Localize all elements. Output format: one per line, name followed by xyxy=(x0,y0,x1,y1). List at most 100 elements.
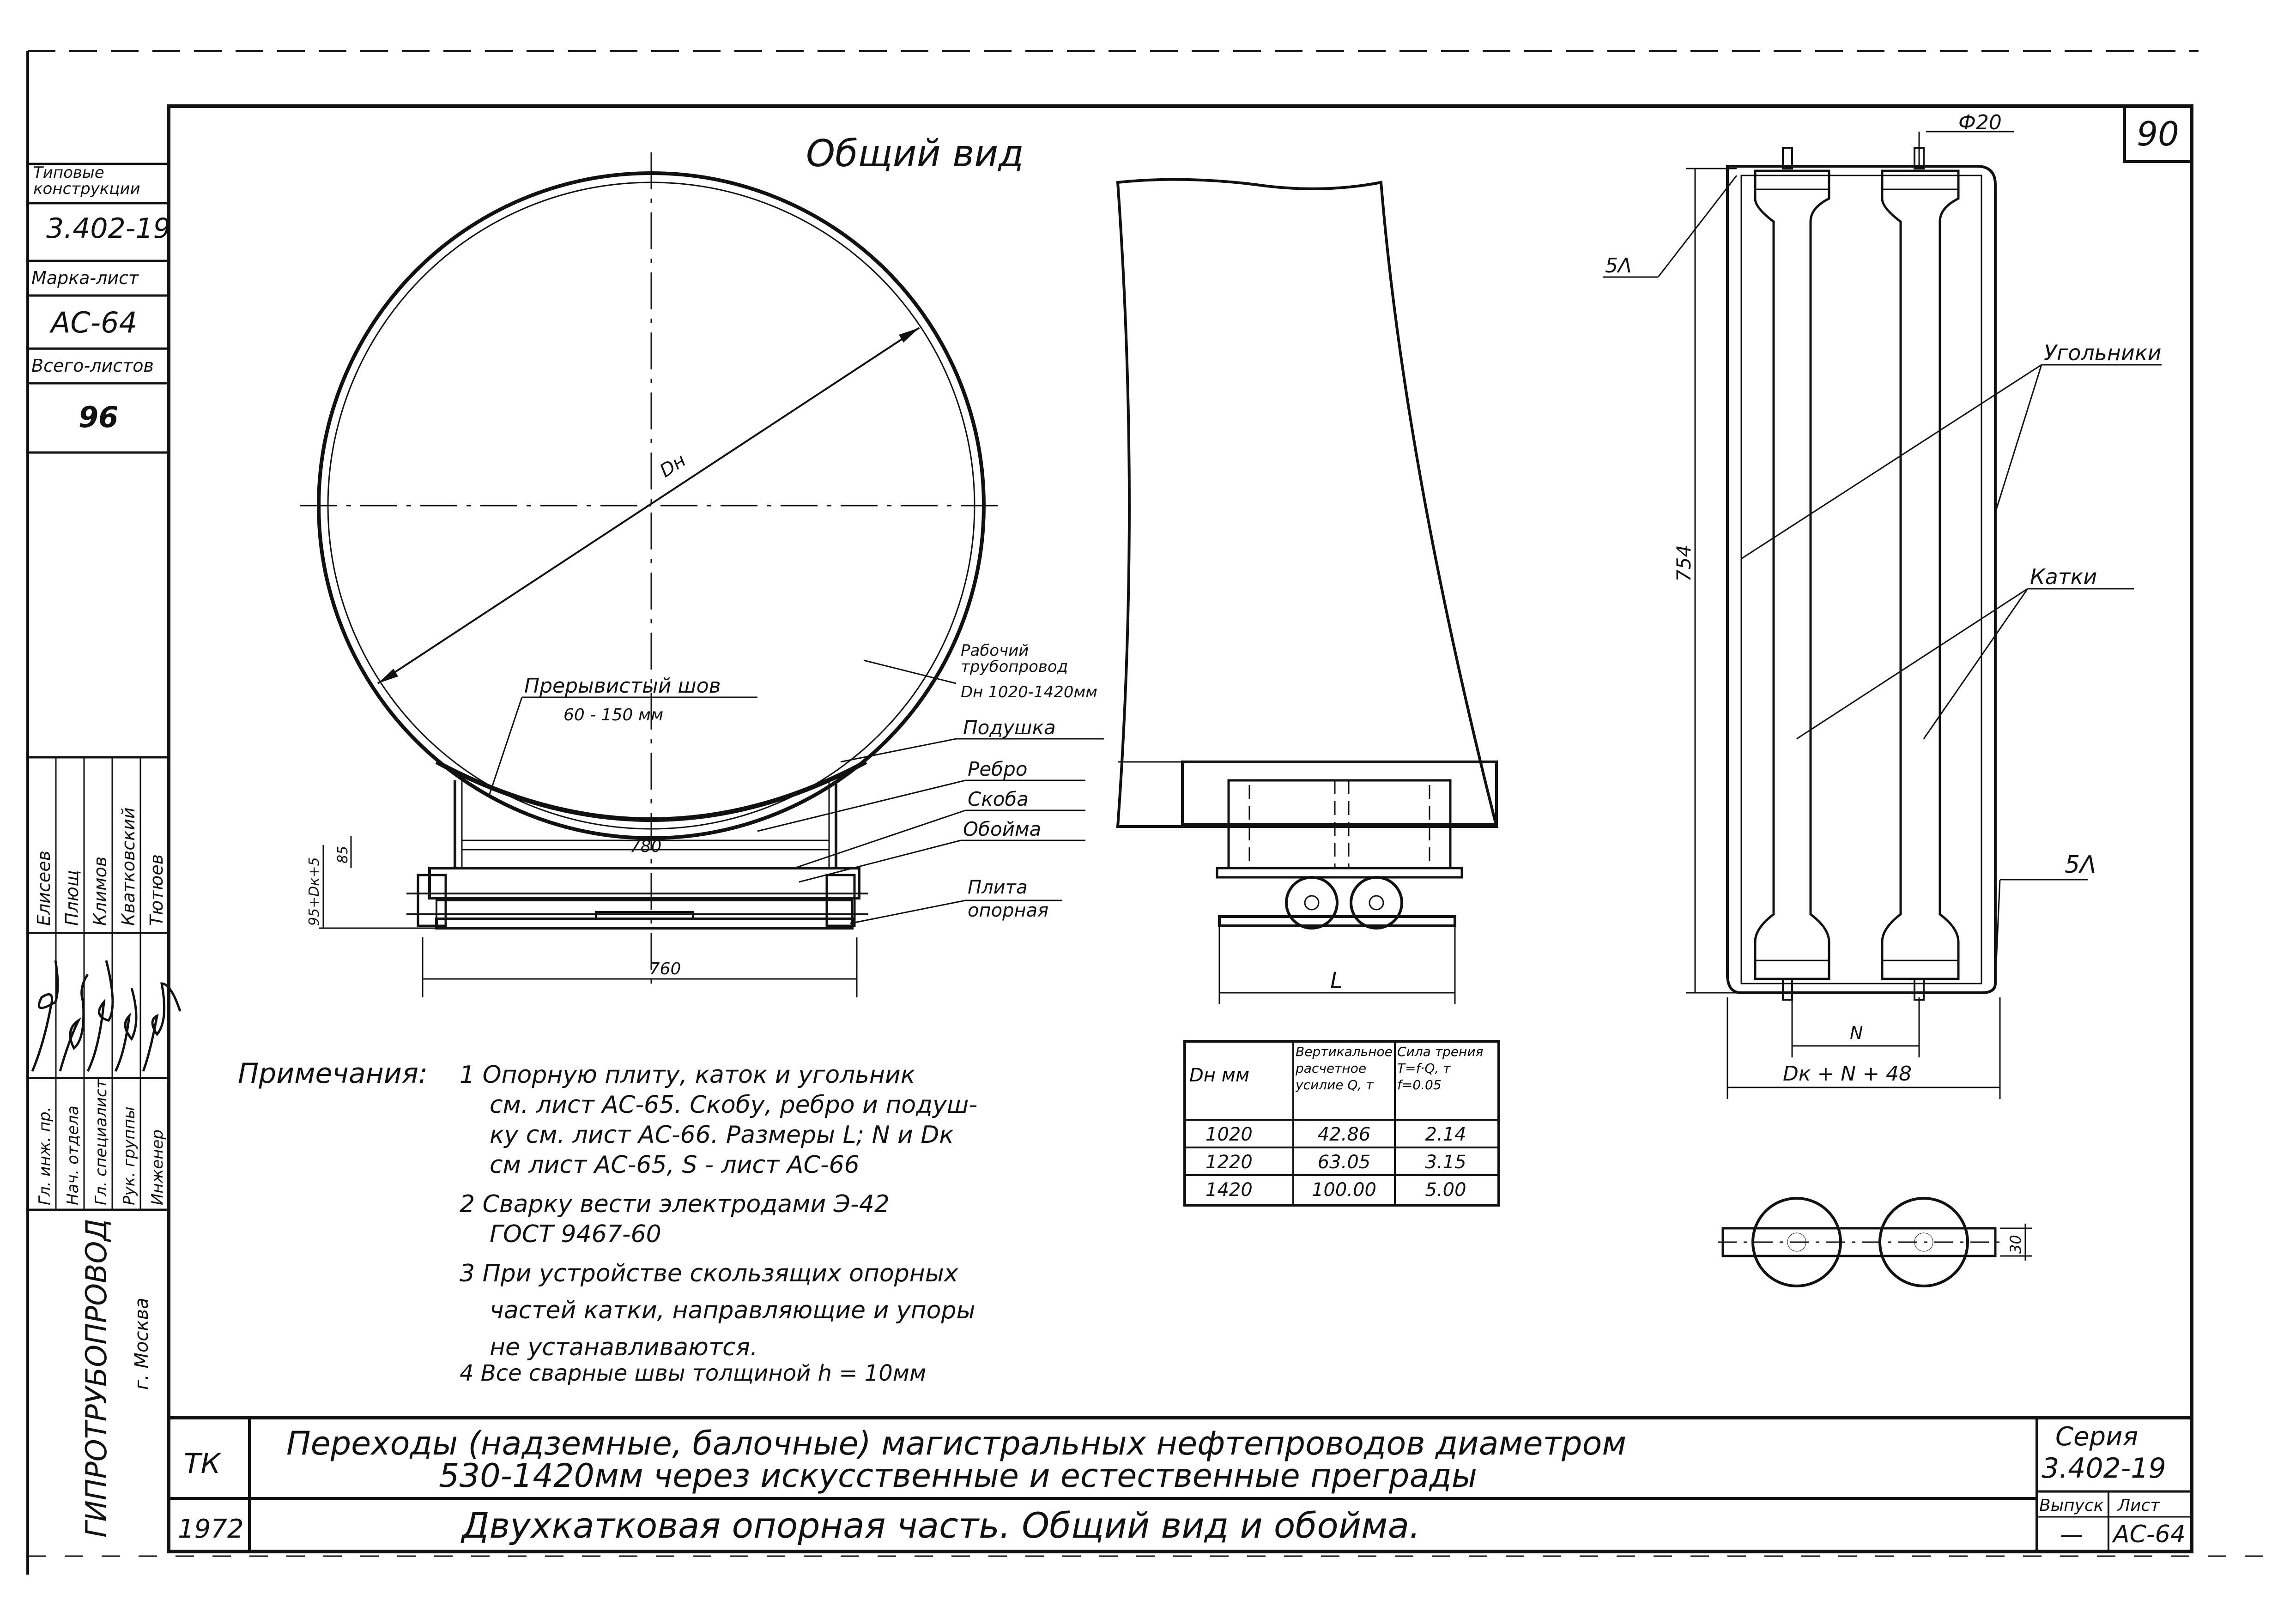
sidebar-mark-label: Марка-лист xyxy=(31,268,139,288)
label-pipeline-1: Рабочий xyxy=(961,641,1029,660)
note-line-7: частей катки, направляющие и упоры xyxy=(490,1297,975,1324)
signer-name-2: Климов xyxy=(90,857,110,926)
table-cell-1-1: 63.05 xyxy=(1318,1152,1371,1173)
org-city: г. Москва xyxy=(131,1298,152,1390)
label-rollers: Катки xyxy=(2030,564,2097,589)
load-table: Dн мм Вертикальное расчетное усилие Q, т… xyxy=(1183,1040,1500,1207)
table-cell-1-2: 3.15 xyxy=(1425,1152,1466,1173)
sidebar-type-label-1: Типовые xyxy=(33,163,104,182)
sidebar-mark-value: АС-64 xyxy=(49,306,137,339)
table-header-load: Вертикальное расчетное усилие Q, т xyxy=(1296,1044,1393,1093)
title-block: ТК 1972 Переходы (надземные, балочные) м… xyxy=(169,1416,2192,1552)
dim-width: Dк + N + 48 xyxy=(1783,1062,1912,1086)
note-line-4: 2 Сварку вести электродами Э-42 xyxy=(460,1190,890,1218)
dim-L: L xyxy=(1330,968,1343,994)
title-project-line-1: Переходы (надземные, балочные) магистрал… xyxy=(286,1425,1626,1462)
signer-role-3: Рук. группы xyxy=(120,1106,139,1205)
label-weld-top: 5Λ xyxy=(1605,254,1632,278)
dim-85: 85 xyxy=(335,846,351,863)
dim-height: 95+Dк+5 xyxy=(306,857,322,926)
pipeline-circle xyxy=(317,171,986,840)
note-line-6: 3 При устройстве скользящих опорных xyxy=(460,1260,959,1287)
side-view: L xyxy=(1116,178,1498,1004)
org-name: ГИПРОТРУБОПРОВОД xyxy=(79,1219,113,1538)
note-line-0: 1 Опорную плиту, каток и угольник xyxy=(460,1061,915,1089)
note-line-1: см. лист АС-65. Скобу, ребро и подуш- xyxy=(490,1091,977,1119)
roller-right xyxy=(1881,147,1960,1001)
table-header-dn: Dн мм xyxy=(1189,1065,1250,1086)
sheet-number: 90 xyxy=(2137,115,2179,153)
dim-780: 780 xyxy=(630,837,662,856)
dim-760: 760 xyxy=(649,960,681,978)
sidebar: Типовые конструкции 3.402-19 Марка-лист … xyxy=(28,163,182,1538)
sheet-frame xyxy=(26,50,2263,1575)
cage-view: Ф20 5Λ 5Λ Угольники Катки 754 N Dк + N +… xyxy=(1603,111,2162,1099)
roller-left xyxy=(1754,147,1830,1001)
table-cell-2-0: 1420 xyxy=(1206,1179,1253,1201)
signer-name-0: Елисеев xyxy=(34,851,54,926)
label-pad: Подушка xyxy=(963,716,1056,739)
label-pipeline-2: трубопровод xyxy=(961,658,1068,676)
note-line-9: 4 Все сварные швы толщиной h = 10мм xyxy=(460,1360,926,1386)
support-cage xyxy=(428,867,860,900)
signer-name-3: Кватковский xyxy=(118,807,139,926)
sidebar-total-label: Всего-листов xyxy=(31,356,154,376)
label-weld-1: Прерывистый шов xyxy=(524,674,721,698)
note-line-5: ГОСТ 9467-60 xyxy=(490,1220,661,1248)
label-pipeline-3: Dн 1020-1420мм xyxy=(961,683,1097,701)
table-header-friction: Сила трения T=f·Q, т f=0.05 xyxy=(1397,1044,1484,1093)
diameter-label: Dн xyxy=(656,450,690,482)
table-cell-0-2: 2.14 xyxy=(1425,1124,1466,1145)
label-plate-1: Плита xyxy=(968,877,1027,898)
issue-value: — xyxy=(2060,1521,2083,1548)
signer-role-2: Гл. специалист xyxy=(92,1079,110,1205)
label-cage: Обойма xyxy=(963,818,1041,840)
title-code: ТК xyxy=(184,1448,222,1480)
sidebar-series-code: 3.402-19 xyxy=(46,212,171,245)
sheet-number-box: 90 xyxy=(2123,105,2193,163)
roller-top-detail: 30 xyxy=(1718,1197,2032,1287)
side-roller-left xyxy=(1285,876,1339,930)
cage-angle-outline xyxy=(1726,165,1997,994)
note-line-8: не устанавливаются. xyxy=(490,1334,758,1361)
pipe-side-outline xyxy=(1116,178,1498,828)
support-pad xyxy=(435,760,867,822)
series-value: 3.402-19 xyxy=(2042,1452,2166,1485)
signer-role-1: Нач. отдела xyxy=(64,1105,82,1205)
title-drawing: Двухкатковая опорная часть. Общий вид и … xyxy=(460,1505,1420,1546)
side-roller-right xyxy=(1350,876,1403,930)
view-title: Общий вид xyxy=(806,132,1024,175)
pipe-callouts: Рабочий трубопровод Dн 1020-1420мм Преры… xyxy=(489,641,1104,924)
table-cell-2-1: 100.00 xyxy=(1312,1179,1376,1201)
label-weld-2: 60 - 150 мм xyxy=(563,706,663,724)
label-angles: Угольники xyxy=(2044,340,2162,365)
signer-role-0: Гл. инж. пр. xyxy=(36,1107,54,1205)
signer-name-4: Тютюев xyxy=(146,854,167,926)
sidebar-type-label-2: конструкции xyxy=(33,180,140,198)
table-cell-0-1: 42.86 xyxy=(1318,1124,1371,1145)
label-weld-bottom: 5Λ xyxy=(2065,851,2096,879)
table-cell-0-0: 1020 xyxy=(1206,1124,1253,1145)
dim-30: 30 xyxy=(2007,1235,2024,1254)
handwritten-signatures xyxy=(31,960,182,1072)
notes-block: Примечания: 1 Опорную плиту, каток и уго… xyxy=(238,1057,977,1386)
label-phi: Ф20 xyxy=(1958,111,2002,134)
note-line-3: см лист АС-65, S - лист АС-66 xyxy=(490,1151,860,1179)
diameter-line xyxy=(377,327,920,684)
notes-heading: Примечания: xyxy=(238,1057,428,1090)
title-project-line-2: 530-1420мм через искусственные и естеств… xyxy=(439,1457,1477,1495)
sheet-value: АС-64 xyxy=(2112,1521,2186,1548)
series-label: Серия xyxy=(2055,1422,2138,1452)
support-plate xyxy=(435,918,854,930)
table-cell-1-0: 1220 xyxy=(1206,1152,1253,1173)
dim-N: N xyxy=(1850,1023,1863,1043)
table-cell-2-2: 5.00 xyxy=(1425,1179,1466,1201)
dim-754: 754 xyxy=(1672,545,1695,582)
label-bracket: Скоба xyxy=(968,788,1029,810)
title-year: 1972 xyxy=(178,1514,244,1544)
note-line-2: ку см. лист АС-66. Размеры L; N и Dк xyxy=(490,1121,954,1149)
signer-role-4: Инженер xyxy=(148,1129,167,1205)
roller-bolts xyxy=(406,874,868,927)
